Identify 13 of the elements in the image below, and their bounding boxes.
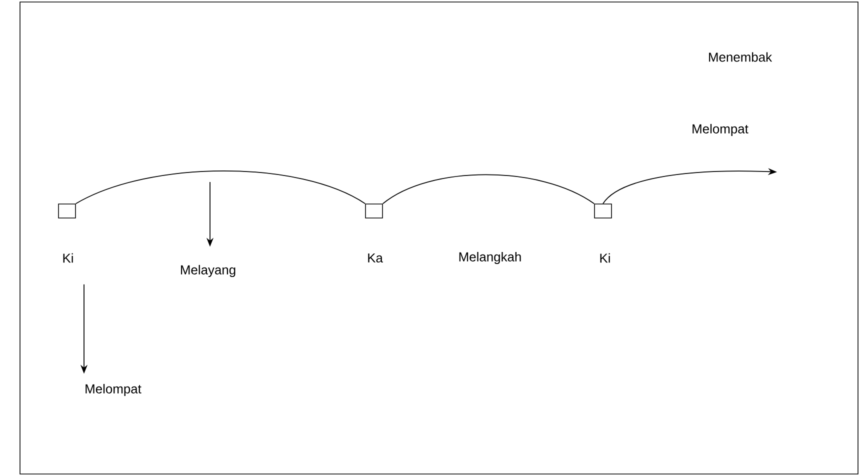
node-label: Ki: [600, 253, 610, 263]
label: Melangkah: [459, 252, 521, 264]
square: [58, 204, 76, 218]
node-label: Ka: [368, 253, 383, 262]
arc: [75, 170, 366, 204]
square: [594, 204, 612, 218]
arc: [382, 174, 595, 204]
node-text: Melompat: [86, 384, 142, 396]
node-label: Ki: [63, 253, 73, 263]
square: [365, 204, 383, 218]
label: Menembak: [709, 52, 772, 62]
node-text: Melayang: [181, 264, 236, 278]
edge-label: Melompat: [692, 124, 748, 136]
